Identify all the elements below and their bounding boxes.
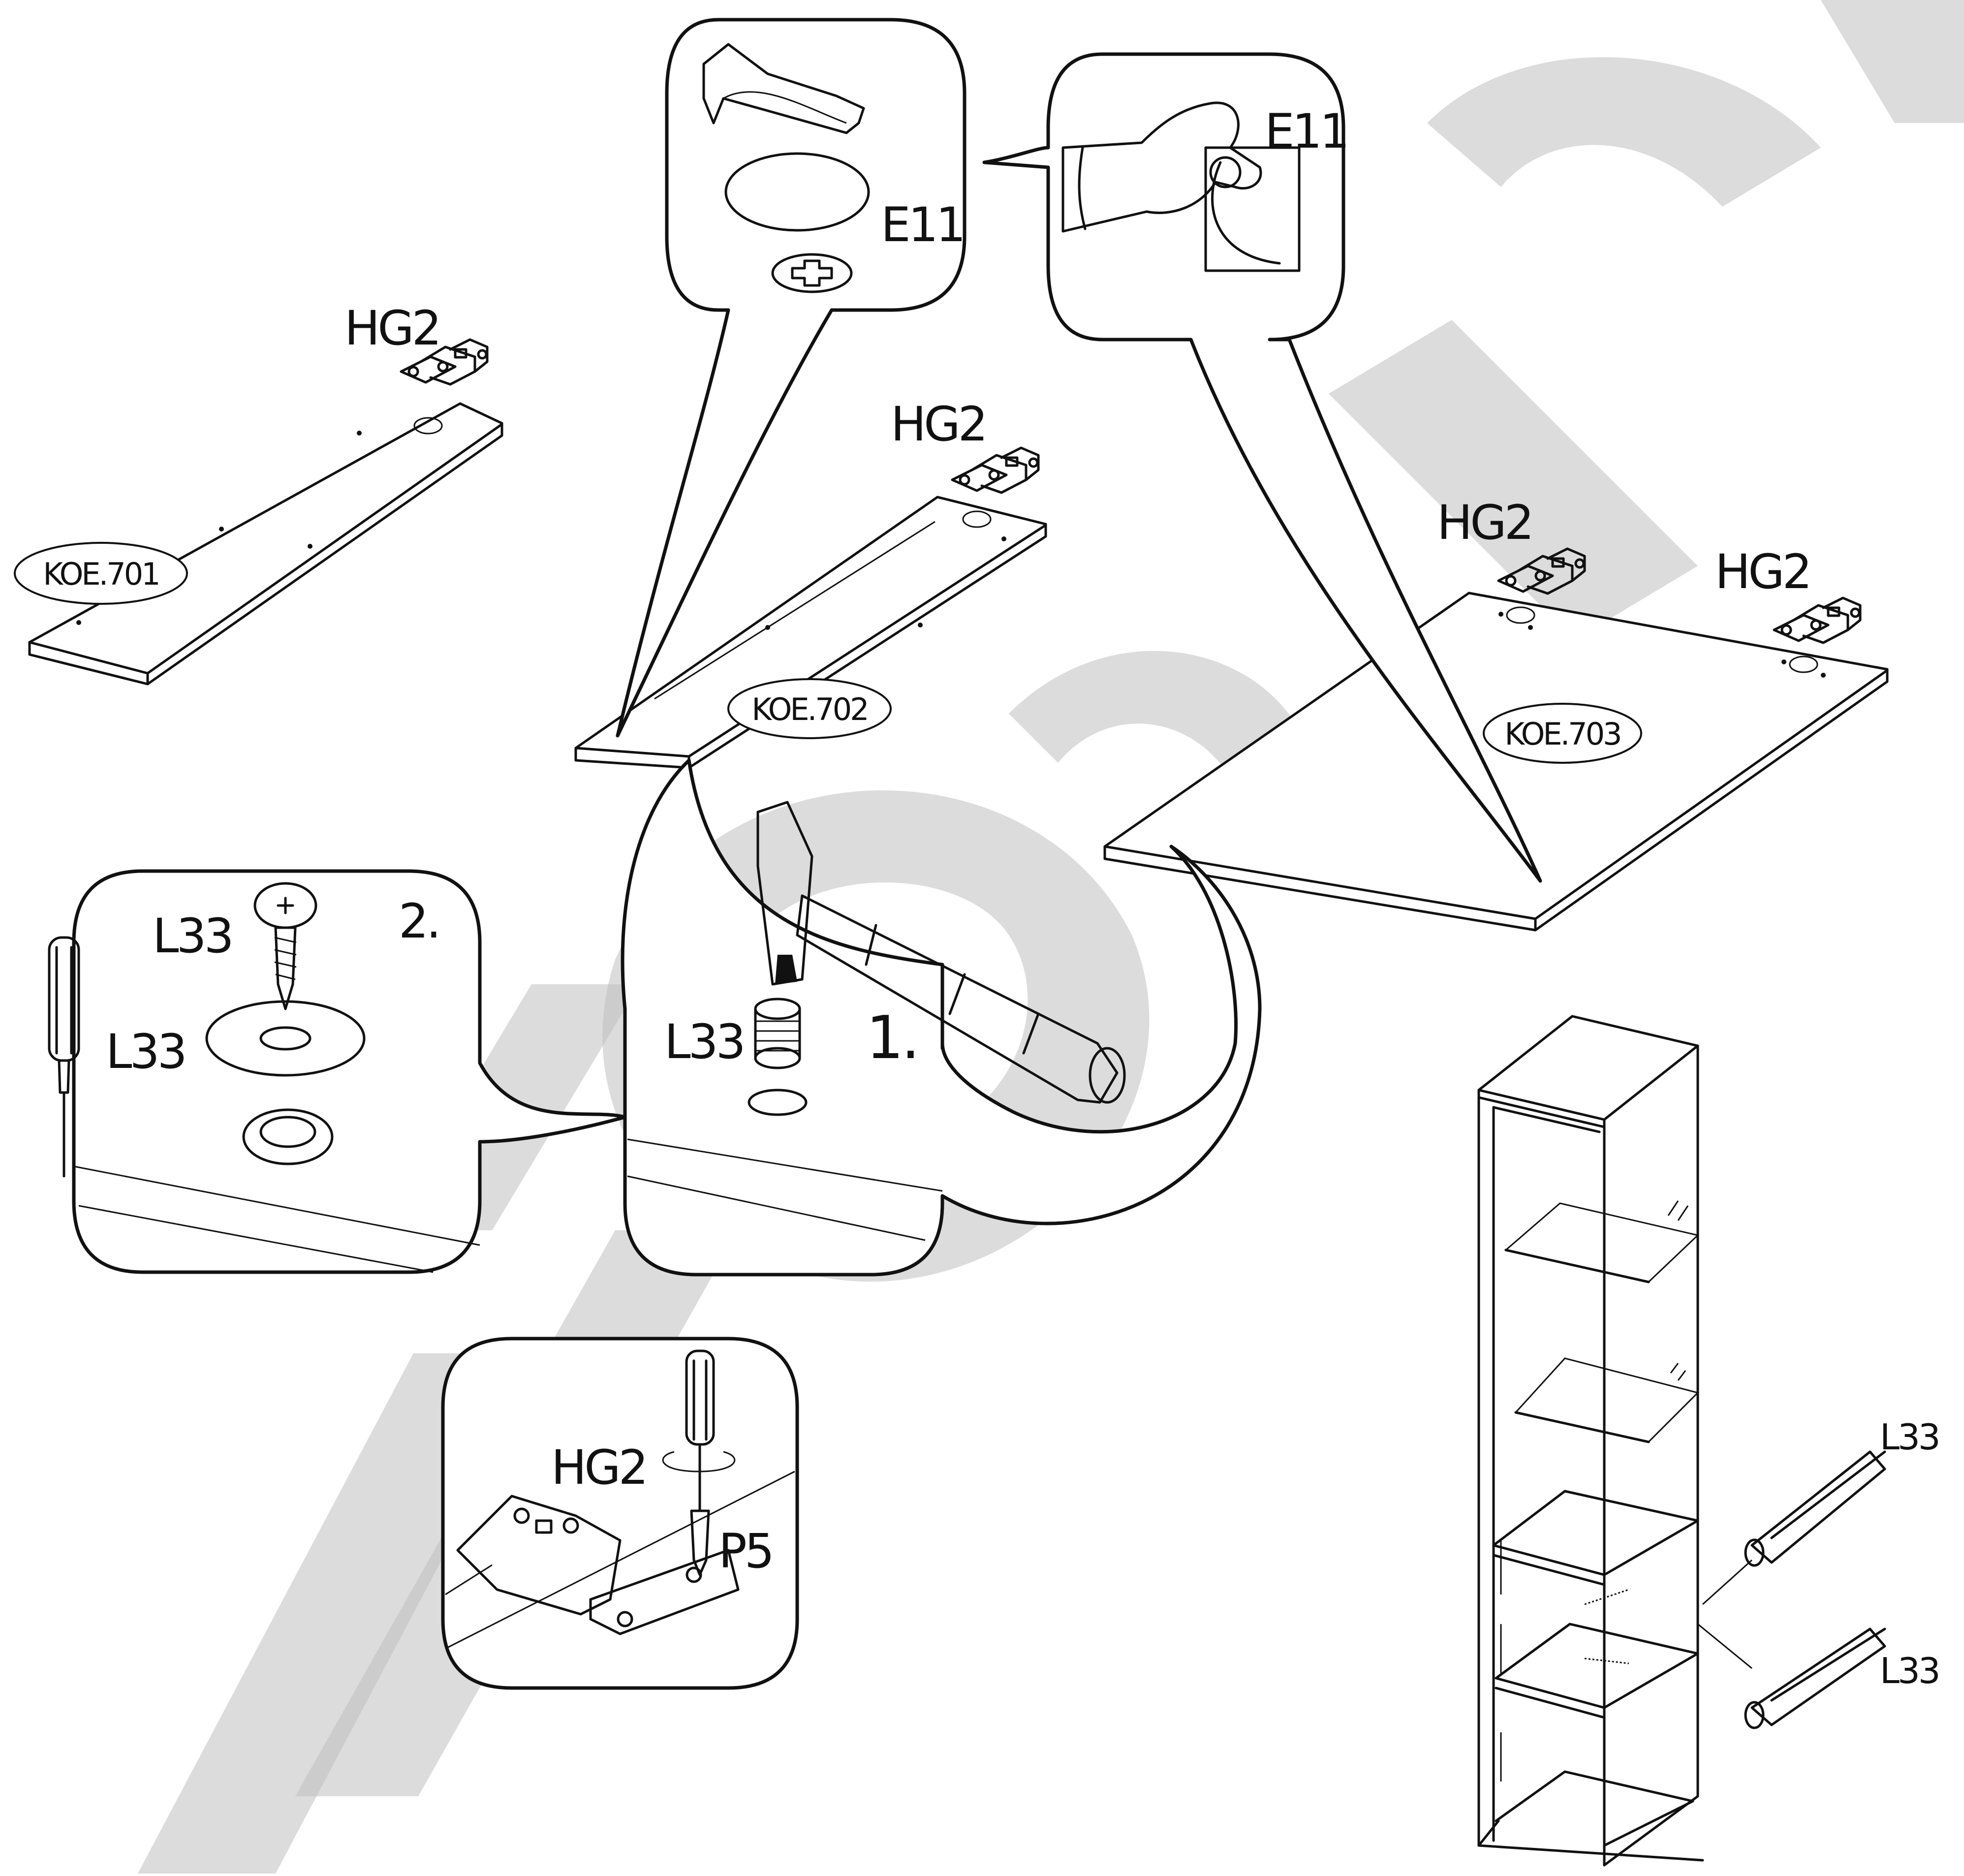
panel-label-koe701: KOE.701	[14, 542, 188, 605]
hammer-icon	[756, 801, 1126, 1104]
hinge-label-5: HG2	[551, 1440, 646, 1495]
panel-label-koe703: KOE.703	[1483, 703, 1642, 764]
hinge-label-4: HG2	[1715, 544, 1810, 599]
fitting-label-c: L33	[664, 1014, 744, 1069]
cabinet-icon	[1477, 1015, 1704, 1867]
dowel-icon	[748, 998, 808, 1116]
sticker-label-2: E11	[1265, 104, 1347, 159]
screwdriver-icon	[48, 936, 80, 1178]
dowel-icon	[1702, 1450, 1886, 1605]
svg-text:KOE.701: KOE.701	[43, 556, 158, 592]
svg-text:KOE.703: KOE.703	[1504, 716, 1620, 752]
bubble-hinge-mount: HG2 P5	[441, 1337, 799, 1690]
svg-text:KOE.702: KOE.702	[751, 691, 867, 727]
sticker-cap-icon	[724, 152, 870, 232]
hinge-icon	[456, 1495, 740, 1635]
hinge-label-3: HG2	[1437, 495, 1532, 550]
bubble-step-1: L33 1.	[621, 758, 1262, 1277]
fitting-label-a: L33	[153, 908, 232, 964]
screw-icon	[690, 1509, 710, 1576]
panel-koe703	[1103, 592, 1889, 932]
bubble-step-2: L33 L33 2.	[48, 869, 627, 1274]
panel-koe702	[574, 496, 1047, 769]
fitting-label-d: L33	[1880, 1416, 1939, 1458]
screw-cap-icon	[791, 259, 833, 287]
fitting-label-e: L33	[1880, 1650, 1939, 1691]
screwdriver-icon	[662, 1349, 736, 1512]
hinge-icon	[1774, 598, 1860, 643]
bubble-sticker-peel: E11	[616, 18, 966, 738]
hinge-label-2: HG2	[891, 397, 986, 452]
screw-label: P5	[718, 1524, 772, 1579]
step-2-label: 2.	[399, 894, 439, 949]
dowel-icon	[1697, 1623, 1886, 1729]
hinge-icon	[952, 448, 1038, 493]
fitting-label-b: L33	[106, 1024, 185, 1079]
step-1-label: 1.	[866, 1004, 918, 1072]
hinge-label-1: HG2	[344, 301, 439, 356]
bubble-sticker-apply: E11	[982, 52, 1542, 883]
sticker-label-1: E11	[881, 197, 964, 252]
panel-koe701	[28, 402, 503, 686]
panel-label-koe702: KOE.702	[727, 678, 892, 739]
